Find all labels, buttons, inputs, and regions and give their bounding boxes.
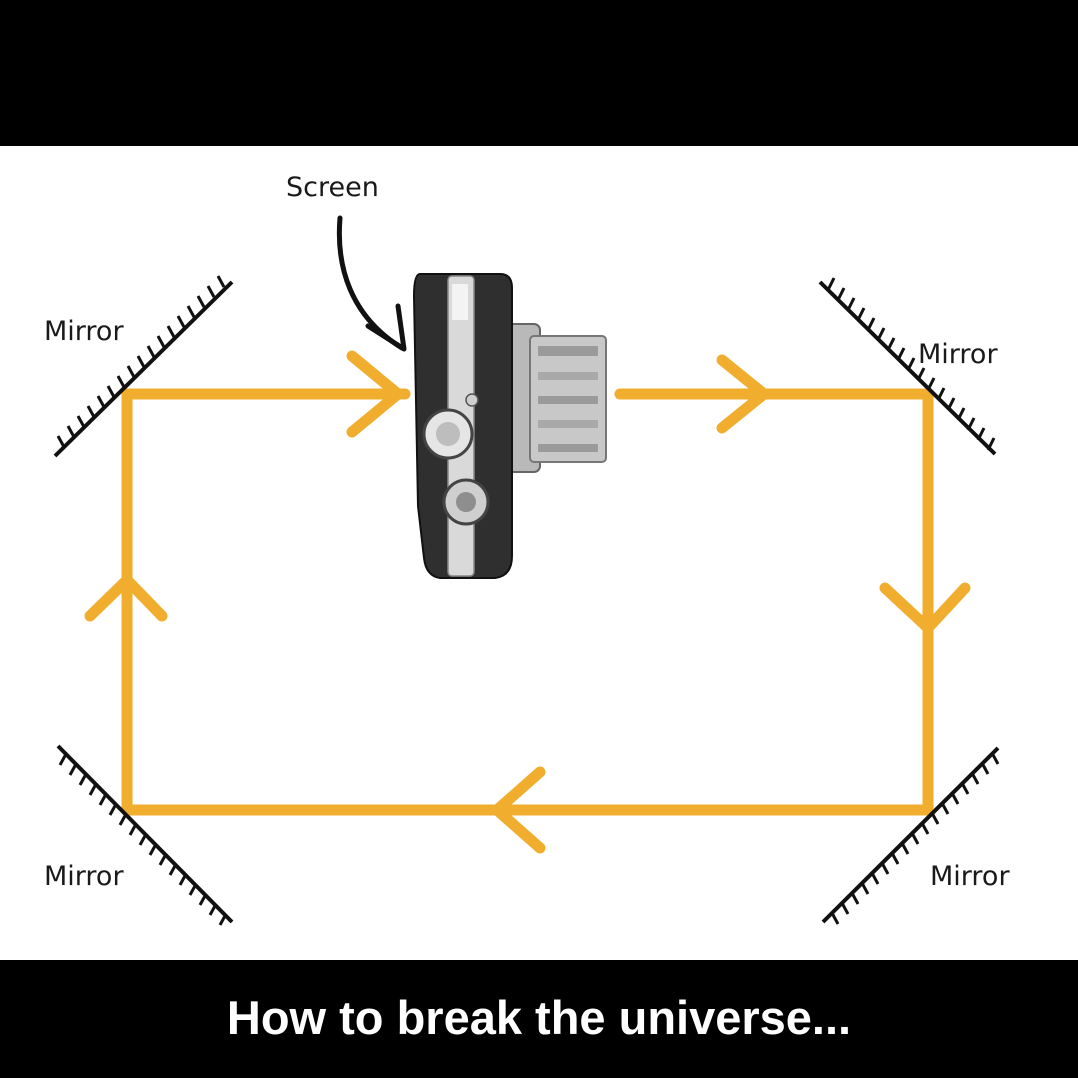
caption-text: How to break the universe... <box>226 991 852 1044</box>
arrowhead-left <box>491 766 546 854</box>
camera-icon <box>412 273 607 579</box>
mirror-label-top-right: Mirror <box>918 339 998 370</box>
top-black-bar <box>0 0 1078 146</box>
mirror-icon-top-left <box>53 275 234 458</box>
mirror-icon-bottom-left <box>56 744 234 926</box>
mirror-label-bottom-left: Mirror <box>44 861 124 892</box>
diagram-svg <box>53 215 1000 926</box>
diagram-panel: Screen Mirror Mirror Mirror Mirror <box>0 146 1078 960</box>
mirror-icon-top-right <box>818 277 997 456</box>
mirror-label-top-left: Mirror <box>44 316 124 347</box>
arrowhead-right-2 <box>716 354 770 434</box>
mirror-icon-bottom-right <box>821 746 1000 925</box>
light-beam <box>84 350 971 854</box>
arrowhead-right-1 <box>346 350 404 438</box>
arrowhead-down <box>879 582 971 634</box>
bottom-black-bar: How to break the universe... <box>0 960 1078 1078</box>
arrowhead-up <box>84 574 168 622</box>
mirror-label-bottom-right: Mirror <box>930 861 1010 892</box>
arrow-pointer-icon <box>336 215 407 352</box>
screen-label: Screen <box>286 172 379 203</box>
